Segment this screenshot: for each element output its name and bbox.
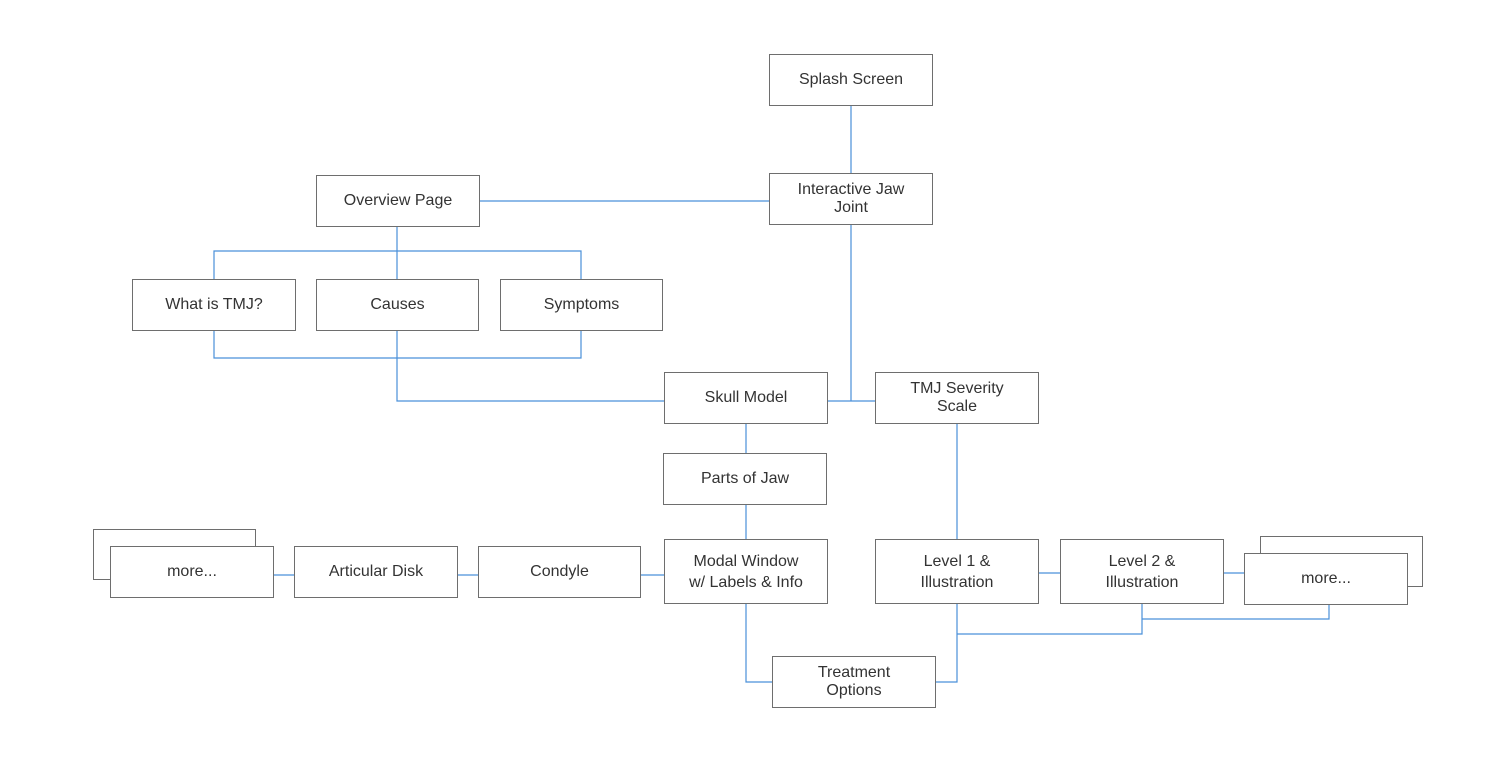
- level-1-node: Level 1 & Illustration: [875, 539, 1039, 604]
- symptoms-node: Symptoms: [500, 279, 663, 331]
- line-level2-to-more-bottom: [1142, 604, 1330, 620]
- line-causes-to-skull: [396, 330, 665, 402]
- line-modal-to-treatment: [745, 603, 773, 683]
- parts-of-jaw-node: Parts of Jaw: [663, 453, 827, 505]
- interactive-jaw-joint-node: Interactive Jaw Joint: [769, 173, 933, 225]
- more-left-node: more...: [110, 546, 274, 598]
- level-2-node: Level 2 & Illustration: [1060, 539, 1224, 604]
- modal-window-node: Modal Window w/ Labels & Info: [664, 539, 828, 604]
- skull-model-node: Skull Model: [664, 372, 828, 424]
- splash-screen-node: Splash Screen: [769, 54, 933, 106]
- condyle-node: Condyle: [478, 546, 641, 598]
- treatment-options-node: Treatment Options: [772, 656, 936, 708]
- tmj-severity-scale-node: TMJ Severity Scale: [875, 372, 1039, 424]
- what-is-tmj-node: What is TMJ?: [132, 279, 296, 331]
- line-overview-branch-top: [213, 250, 582, 280]
- more-right-node: more...: [1244, 553, 1408, 605]
- overview-page-node: Overview Page: [316, 175, 480, 227]
- line-levels-to-treatment: [935, 603, 958, 683]
- line-level1-to-level2-bottom: [957, 603, 1143, 635]
- articular-disk-node: Articular Disk: [294, 546, 458, 598]
- causes-node: Causes: [316, 279, 479, 331]
